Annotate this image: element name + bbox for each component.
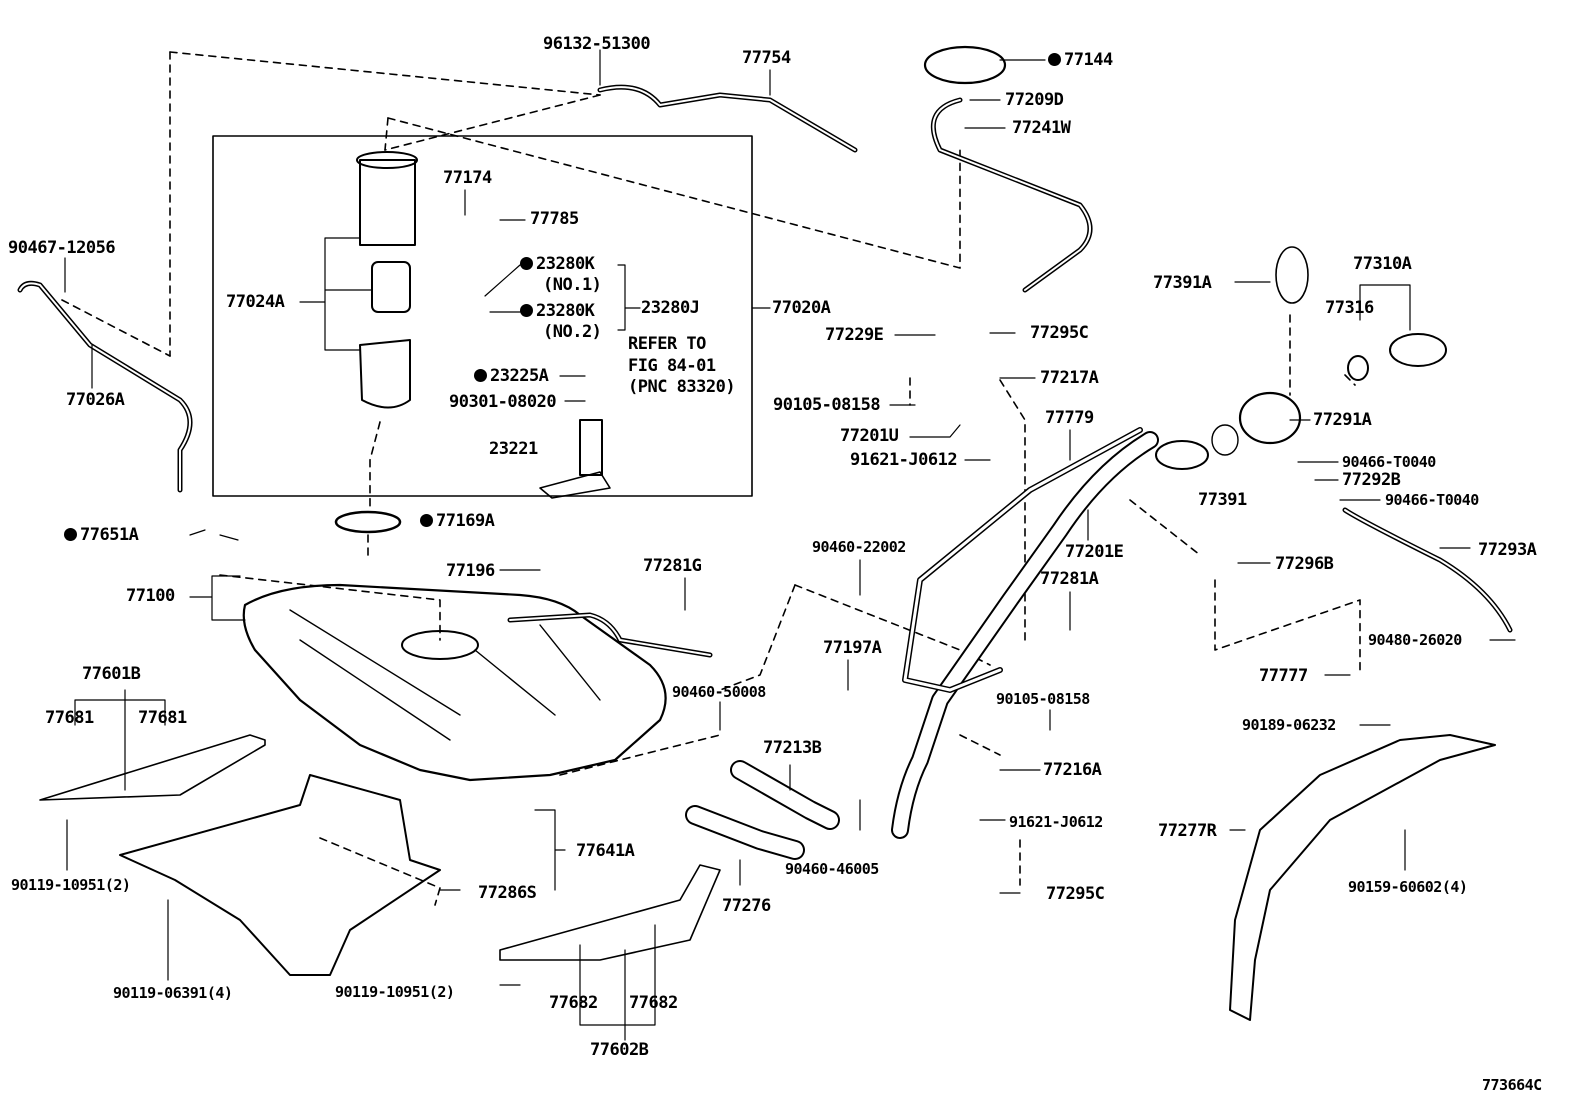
- label-77277R: 77277R: [1158, 821, 1217, 841]
- label-77281A: 77281A: [1040, 569, 1099, 589]
- label-77296B: 77296B: [1275, 554, 1334, 574]
- diagram-id: 773664C: [1482, 1076, 1542, 1094]
- label-77641A: 77641A: [576, 841, 635, 861]
- label-77291A: 77291A: [1313, 410, 1372, 430]
- label-77201U: 77201U: [840, 426, 899, 446]
- label-77681-left: 77681: [45, 708, 94, 728]
- label-90159-60602: 90159-60602(4): [1348, 878, 1468, 896]
- label-77292B: 77292B: [1342, 470, 1401, 490]
- label-77197A: 77197A: [823, 638, 882, 658]
- label-90460-50008: 90460-50008: [672, 683, 766, 701]
- label-77209D: 77209D: [1005, 90, 1064, 110]
- label-77293A: 77293A: [1478, 540, 1537, 560]
- label-90105-08158-top: 90105-08158: [773, 395, 881, 415]
- label-no1: (NO.1): [543, 275, 602, 295]
- label-77213B: 77213B: [763, 738, 822, 758]
- label-77295C-bottom: 77295C: [1046, 884, 1105, 904]
- label-77785: 77785: [530, 209, 579, 229]
- label-77217A: 77217A: [1040, 368, 1099, 388]
- label-90460-22002: 90460-22002: [812, 538, 906, 556]
- label-77681-right: 77681: [138, 708, 187, 728]
- label-77174: 77174: [443, 168, 492, 188]
- label-23280K-no2: 23280K: [520, 303, 595, 320]
- label-77310A: 77310A: [1353, 254, 1412, 274]
- refer-pnc-text: (PNC 83320): [628, 377, 736, 397]
- label-77754: 77754: [742, 48, 791, 68]
- label-90119-10951-left: 90119-10951(2): [11, 876, 131, 894]
- label-77682-right: 77682: [629, 993, 678, 1013]
- refer-to-text: REFER TO: [628, 334, 706, 354]
- under-cover: [119, 774, 441, 976]
- label-90460-46005: 90460-46005: [785, 860, 879, 878]
- label-77216A: 77216A: [1043, 760, 1102, 780]
- label-77020A: 77020A: [772, 298, 831, 318]
- label-no2: (NO.2): [543, 322, 602, 342]
- label-23280K-no1: 23280K: [520, 256, 595, 273]
- label-90467-12056: 90467-12056: [8, 238, 116, 258]
- label-77026A: 77026A: [66, 390, 125, 410]
- pump-body: [359, 159, 416, 246]
- label-77651A: 77651A: [64, 527, 139, 544]
- label-77201E: 77201E: [1065, 542, 1124, 562]
- label-77391A: 77391A: [1153, 273, 1212, 293]
- label-90119-10951-bottom: 90119-10951(2): [335, 983, 455, 1001]
- leader-lines: [64, 49, 1516, 1041]
- label-23221: 23221: [489, 439, 538, 459]
- label-77196: 77196: [446, 561, 495, 581]
- label-91621-J0612-top: 91621-J0612: [850, 450, 958, 470]
- label-90119-06391: 90119-06391(4): [113, 984, 233, 1002]
- refer-fig-text: FIG 84-01: [628, 356, 716, 376]
- label-77276: 77276: [722, 896, 771, 916]
- label-77601B: 77601B: [82, 664, 141, 684]
- label-77391: 77391: [1198, 490, 1247, 510]
- label-90466-T0040-a: 90466-T0040: [1342, 453, 1436, 471]
- label-77777: 77777: [1259, 666, 1308, 686]
- pump-assembly-frame: [212, 135, 753, 497]
- fuel-tank-outline: [242, 583, 667, 782]
- label-77024A: 77024A: [226, 292, 285, 312]
- label-90105-08158-bottom: 90105-08158: [996, 690, 1090, 708]
- dashed-leaders: [61, 51, 1361, 906]
- label-77241W: 77241W: [1012, 118, 1071, 138]
- label-77100: 77100: [126, 586, 175, 606]
- label-90466-T0040-b: 90466-T0040: [1385, 491, 1479, 509]
- label-77169A: 77169A: [420, 513, 495, 530]
- label-91621-J0612-bottom: 91621-J0612: [1009, 813, 1103, 831]
- label-77229E: 77229E: [825, 325, 884, 345]
- label-96132-51300: 96132-51300: [543, 34, 651, 54]
- label-77286S: 77286S: [478, 883, 537, 903]
- label-90480-26020: 90480-26020: [1368, 631, 1462, 649]
- label-77281G: 77281G: [643, 556, 702, 576]
- label-90301-08020: 90301-08020: [449, 392, 557, 412]
- label-77295C-top: 77295C: [1030, 323, 1089, 343]
- label-77779: 77779: [1045, 408, 1094, 428]
- label-23280J: 23280J: [641, 298, 700, 318]
- fender-liner: [1229, 734, 1496, 1021]
- label-77602B: 77602B: [590, 1040, 649, 1060]
- label-77682-left: 77682: [549, 993, 598, 1013]
- label-77316: 77316: [1325, 298, 1374, 318]
- label-23225A: 23225A: [474, 368, 549, 385]
- label-90189-06232: 90189-06232: [1242, 716, 1336, 734]
- label-77144: 77144: [1048, 52, 1113, 69]
